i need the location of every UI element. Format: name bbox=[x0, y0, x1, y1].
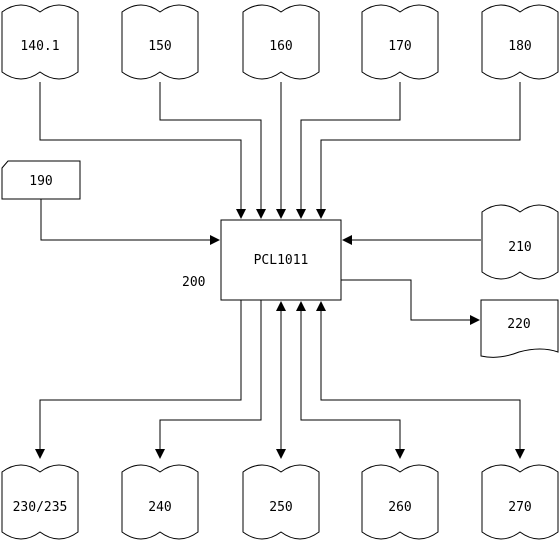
svg-text:160: 160 bbox=[269, 39, 292, 54]
edge-pcl-260 bbox=[296, 301, 405, 459]
node-140-1: 140.1 bbox=[1, 4, 79, 80]
edge-pcl-to-220 bbox=[341, 279, 480, 325]
node-190: 190 bbox=[1, 160, 81, 200]
node-pcl1011: PCL1011 200 bbox=[182, 219, 342, 301]
node-170: 170 bbox=[361, 4, 439, 80]
node-220: 220 bbox=[480, 299, 559, 358]
node-210: 210 bbox=[481, 204, 559, 280]
node-260: 260 bbox=[361, 464, 439, 540]
edge-190-to-pcl bbox=[40, 199, 220, 245]
svg-text:190: 190 bbox=[29, 174, 52, 189]
svg-text:180: 180 bbox=[508, 39, 531, 54]
edge-140-1-to-pcl bbox=[39, 82, 246, 219]
edge-180-to-pcl bbox=[316, 82, 521, 219]
svg-text:230/235: 230/235 bbox=[13, 500, 68, 515]
svg-text:270: 270 bbox=[508, 500, 531, 515]
edge-pcl-270 bbox=[316, 301, 525, 459]
edge-170-to-pcl bbox=[296, 82, 401, 219]
svg-text:140.1: 140.1 bbox=[20, 39, 59, 54]
reference-200: 200 bbox=[182, 275, 205, 290]
svg-text:250: 250 bbox=[269, 500, 292, 515]
svg-text:260: 260 bbox=[388, 500, 411, 515]
node-250: 250 bbox=[242, 464, 320, 540]
svg-text:170: 170 bbox=[388, 39, 411, 54]
svg-text:220: 220 bbox=[507, 317, 530, 332]
edge-pcl-to-230 bbox=[35, 300, 242, 459]
svg-text:210: 210 bbox=[508, 240, 531, 255]
node-150: 150 bbox=[121, 4, 199, 80]
svg-text:PCL1011: PCL1011 bbox=[254, 253, 309, 268]
edge-pcl-to-240 bbox=[155, 300, 262, 459]
svg-text:150: 150 bbox=[148, 39, 171, 54]
node-270: 270 bbox=[481, 464, 559, 540]
edge-150-to-pcl bbox=[159, 82, 266, 219]
node-160: 160 bbox=[242, 4, 320, 80]
svg-text:240: 240 bbox=[148, 500, 171, 515]
node-180: 180 bbox=[481, 4, 559, 80]
node-230-235: 230/235 bbox=[1, 464, 79, 540]
node-240: 240 bbox=[121, 464, 199, 540]
